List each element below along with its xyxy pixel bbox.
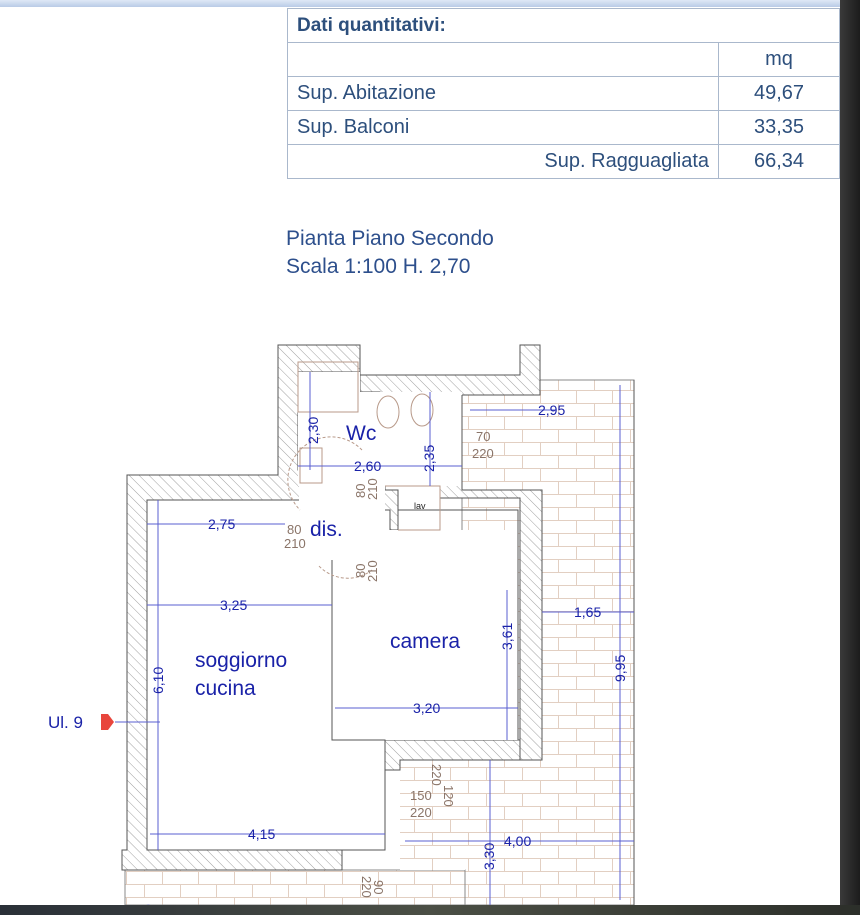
- row-value: 66,34: [718, 144, 840, 179]
- dim-label: 2,95: [538, 402, 565, 418]
- row-value: 33,35: [718, 110, 840, 145]
- plan-scale: Scala 1:100 H. 2,70: [286, 255, 471, 278]
- bidet-icon: [376, 395, 400, 429]
- balcony-corner: [400, 760, 465, 870]
- row-label: Sup. Balconi: [287, 110, 719, 145]
- dim-label: 4,15: [248, 826, 275, 842]
- table-title: Dati quantitativi:: [287, 8, 840, 43]
- opening-width: 70: [476, 429, 490, 444]
- dim-label: 6,10: [150, 667, 166, 694]
- room-label-lav: lav: [414, 501, 426, 511]
- dimension-lines: [147, 372, 634, 905]
- desktop-background: [0, 905, 860, 915]
- opening-width: 120: [441, 785, 456, 807]
- opening-height: 210: [284, 536, 306, 551]
- floor-plan: 2,30 2,60 2,35 2,95 2,75 3,25 1,65 3,61 …: [48, 344, 635, 905]
- dim-label: 1,65: [574, 604, 601, 620]
- dim-label: 3,25: [220, 597, 247, 613]
- dim-label: 3,61: [499, 623, 515, 650]
- dim-label: 9,95: [612, 655, 628, 682]
- opening-height: 220: [472, 446, 494, 461]
- opening-width: 80: [287, 522, 301, 537]
- table-empty-cell: [287, 42, 719, 77]
- door-swing-icon: [317, 564, 373, 579]
- toilet-icon: [410, 393, 434, 427]
- dim-label: 2,60: [354, 458, 381, 474]
- opening-labels: 70 220 80 210 80 210 80 210 120 220 150 …: [284, 429, 494, 898]
- room-label-dis: dis.: [310, 518, 343, 541]
- dim-label: 0: [140, 904, 156, 905]
- dim-label: 2,75: [208, 516, 235, 532]
- walls: [121, 344, 543, 871]
- opening-height: 210: [365, 478, 380, 500]
- opening-height: 220: [359, 876, 374, 898]
- room-labels: Wc dis. camera soggiorno cucina lav: [195, 422, 460, 700]
- balcony-bottom: [124, 869, 466, 905]
- dim-label: 2,30: [305, 417, 321, 444]
- plan-title: Pianta Piano Secondo: [286, 227, 494, 250]
- opening-width: 90: [371, 880, 386, 894]
- dim-label: 2,35: [421, 445, 437, 472]
- opening-height: 220: [410, 805, 432, 820]
- unit-label: Ul. 9: [48, 713, 83, 732]
- room-label-camera: camera: [390, 630, 460, 653]
- room-label-wc: Wc: [346, 422, 376, 445]
- window-edge: [840, 0, 860, 915]
- dim-label: 3,20: [413, 700, 440, 716]
- shower-icon: [297, 361, 359, 413]
- plan-title-block: Pianta Piano Secondo Scala 1:100 H. 2,70: [286, 225, 494, 281]
- entrance-arrow-icon: [101, 714, 114, 730]
- room-label-cucina: cucina: [195, 677, 256, 700]
- row-label: Sup. Ragguagliata: [287, 144, 719, 179]
- unit-header: mq: [718, 42, 840, 77]
- opening-height: 220: [429, 764, 444, 786]
- window-top-strip: [0, 0, 840, 7]
- door-swing-icon: [287, 436, 363, 511]
- row-value: 49,67: [718, 76, 840, 111]
- dim-label: 4,00: [504, 833, 531, 849]
- dim-label: 3,30: [481, 843, 497, 870]
- opening-width: 80: [353, 484, 368, 498]
- room-label-soggiorno: soggiorno: [195, 649, 287, 672]
- opening-width: 150: [410, 788, 432, 803]
- dimension-labels: 2,30 2,60 2,35 2,95 2,75 3,25 1,65 3,61 …: [140, 402, 628, 905]
- opening-height: 210: [365, 560, 380, 582]
- bathroom-fixtures: [287, 361, 441, 579]
- opening-width: 80: [353, 564, 368, 578]
- laundry-icon: [385, 485, 441, 531]
